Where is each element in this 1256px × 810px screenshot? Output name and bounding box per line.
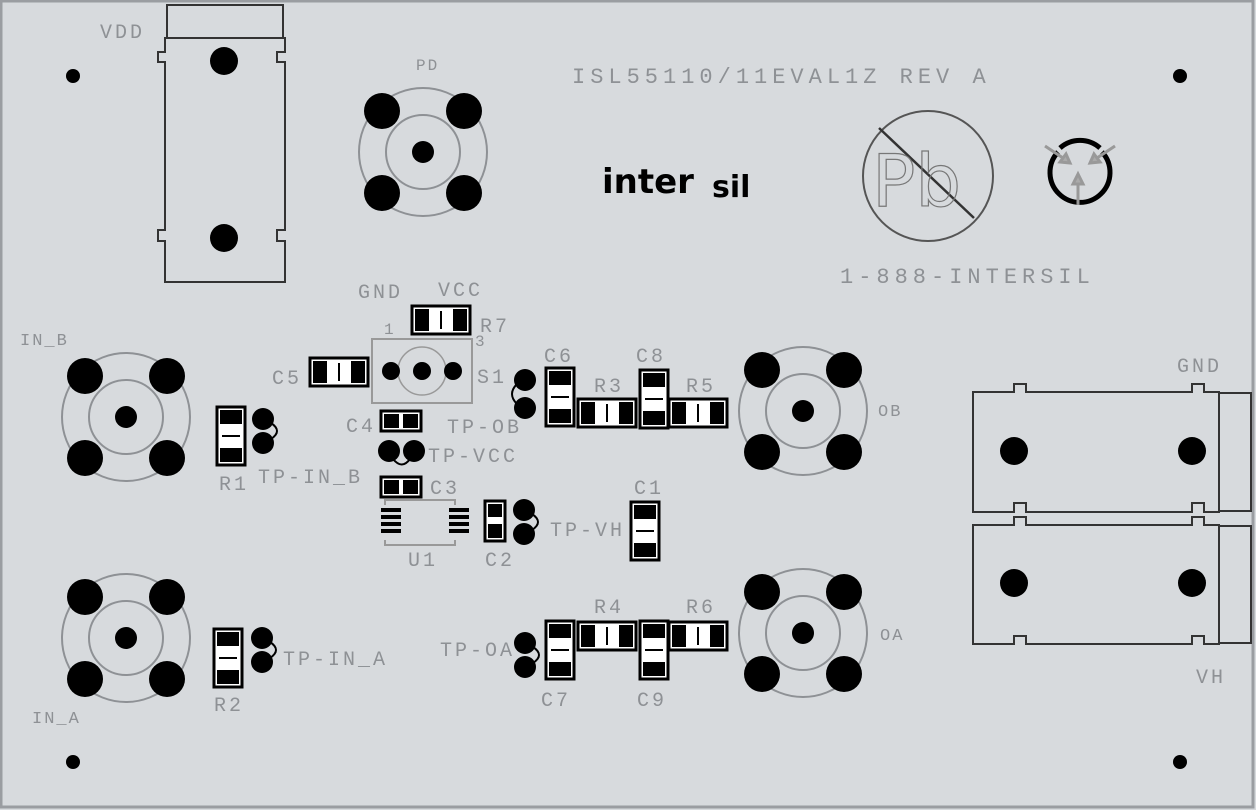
r7-label: R7 — [480, 316, 510, 339]
phone-label: 1-888-INTERSIL — [840, 265, 1095, 290]
c8-capacitor[interactable] — [638, 368, 670, 430]
in-b-label: IN_B — [20, 332, 69, 351]
r1-label: R1 — [219, 474, 249, 497]
tp-vcc-testpoint[interactable] — [378, 440, 425, 466]
mounting-hole-icon — [66, 755, 80, 769]
c6-label: C6 — [544, 346, 574, 369]
gnd-connector[interactable] — [972, 383, 1252, 513]
mounting-hole-icon — [1173, 755, 1187, 769]
r7-resistor[interactable] — [410, 304, 472, 336]
c7-label: C7 — [541, 690, 571, 713]
vdd-connector[interactable] — [157, 4, 286, 283]
r2-label: R2 — [214, 695, 244, 718]
c4-capacitor[interactable] — [379, 409, 423, 433]
vh-connector[interactable] — [972, 516, 1252, 645]
r6-resistor[interactable] — [667, 620, 729, 652]
gnd-right-label: GND — [1177, 356, 1222, 379]
svg-text:Pb: Pb — [872, 139, 961, 223]
mounting-hole-icon — [1173, 69, 1187, 83]
tp-in-b-label: TP-IN_B — [258, 467, 363, 490]
r5-resistor[interactable] — [667, 397, 729, 429]
tp-oa-label: TP-OA — [440, 640, 515, 663]
c3-capacitor[interactable] — [379, 475, 423, 499]
u1-ic[interactable] — [381, 499, 469, 546]
c8-label: C8 — [636, 346, 666, 369]
r5-label: R5 — [686, 376, 716, 399]
r4-resistor[interactable] — [576, 620, 638, 652]
c9-label: C9 — [637, 690, 667, 713]
board-title: ISL55110/11EVAL1Z REV A — [572, 65, 991, 90]
r1-resistor[interactable] — [215, 405, 247, 467]
r6-label: R6 — [686, 597, 716, 620]
gnd-label: GND — [358, 282, 403, 305]
c6-capacitor[interactable] — [544, 366, 576, 428]
c1-label: C1 — [634, 478, 664, 501]
c9-capacitor[interactable] — [638, 619, 670, 681]
intersil-logo-sub: sil — [712, 170, 750, 205]
tp-in-a-label: TP-IN_A — [283, 649, 388, 672]
tp-ob-label: TP-OB — [447, 417, 522, 440]
c3-label: C3 — [430, 478, 460, 501]
r4-label: R4 — [594, 597, 624, 620]
tp-ob-testpoint[interactable] — [511, 369, 536, 419]
r2-resistor[interactable] — [212, 627, 244, 689]
s1-switch[interactable] — [371, 338, 473, 404]
vcc-label: VCC — [438, 280, 483, 303]
tp-vh-label: TP-VH — [550, 520, 625, 543]
c7-capacitor[interactable] — [544, 619, 576, 681]
s1-pin3-label: 3 — [475, 333, 488, 351]
tp-vcc-label: TP-VCC — [428, 446, 518, 469]
pd-label: PD — [416, 57, 439, 75]
no-lead-icon: Pb — [862, 110, 994, 242]
esd-sensitive-icon — [1044, 137, 1116, 205]
c5-capacitor[interactable] — [308, 356, 370, 388]
u1-label: U1 — [408, 550, 438, 573]
in-a-label: IN_A — [32, 710, 81, 729]
c1-capacitor[interactable] — [629, 500, 661, 562]
ob-label: OB — [878, 403, 902, 422]
intersil-logo: inter — [602, 162, 694, 202]
vdd-label: VDD — [100, 22, 145, 45]
c4-label: C4 — [346, 416, 376, 439]
c2-capacitor[interactable] — [483, 499, 507, 543]
oa-label: OA — [880, 627, 904, 646]
mounting-hole-icon — [66, 69, 80, 83]
vh-label: VH — [1196, 667, 1226, 690]
s1-label: S1 — [477, 367, 507, 390]
c5-label: C5 — [272, 368, 302, 391]
r3-resistor[interactable] — [576, 397, 638, 429]
r3-label: R3 — [594, 376, 624, 399]
s1-pin1-label: 1 — [384, 321, 397, 339]
c2-label: C2 — [485, 550, 515, 573]
